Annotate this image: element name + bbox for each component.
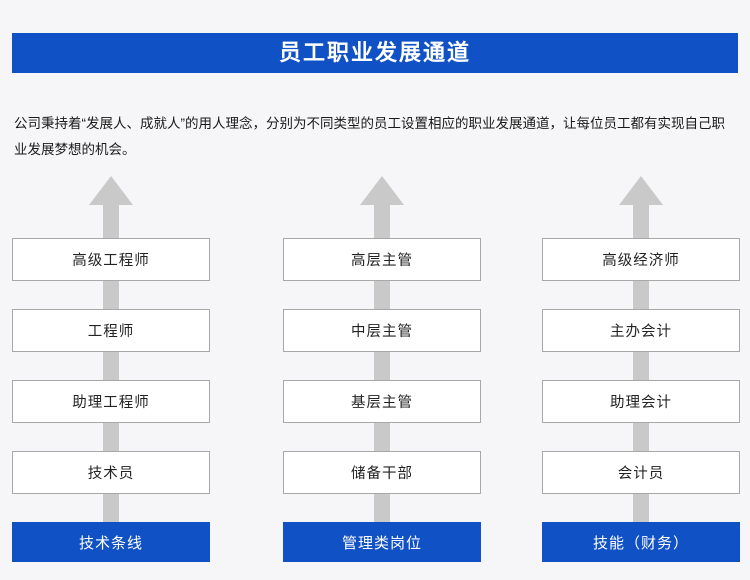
career-track-label-management[interactable]: 管理类岗位 (283, 522, 481, 562)
career-step[interactable]: 高级工程师 (12, 238, 210, 281)
career-columns: 高级工程师 工程师 助理工程师 技术员 技术条线 高层主管 中层主管 基层主管 … (0, 175, 750, 575)
career-track-label-technical[interactable]: 技术条线 (12, 522, 210, 562)
intro-paragraph: 公司秉持着“发展人、成就人”的用人理念，分别为不同类型的员工设置相应的职业发展通… (14, 115, 725, 157)
career-column-skill-finance: 高级经济师 主办会计 助理会计 会计员 技能（财务） (542, 175, 740, 575)
career-step[interactable]: 技术员 (12, 451, 210, 494)
career-track-label-skill-finance[interactable]: 技能（财务） (542, 522, 740, 562)
career-step[interactable]: 中层主管 (283, 309, 481, 352)
page-title: 员工职业发展通道 (278, 40, 471, 65)
career-column-management: 高层主管 中层主管 基层主管 储备干部 管理类岗位 (283, 175, 481, 575)
career-step[interactable]: 会计员 (542, 451, 740, 494)
career-step[interactable]: 高级经济师 (542, 238, 740, 281)
career-step[interactable]: 储备干部 (283, 451, 481, 494)
career-column-technical: 高级工程师 工程师 助理工程师 技术员 技术条线 (12, 175, 210, 575)
page-title-bar: 员工职业发展通道 (12, 33, 738, 73)
career-step[interactable]: 高层主管 (283, 238, 481, 281)
career-step[interactable]: 主办会计 (542, 309, 740, 352)
career-step[interactable]: 助理会计 (542, 380, 740, 423)
career-step[interactable]: 助理工程师 (12, 380, 210, 423)
career-step[interactable]: 基层主管 (283, 380, 481, 423)
career-step[interactable]: 工程师 (12, 309, 210, 352)
